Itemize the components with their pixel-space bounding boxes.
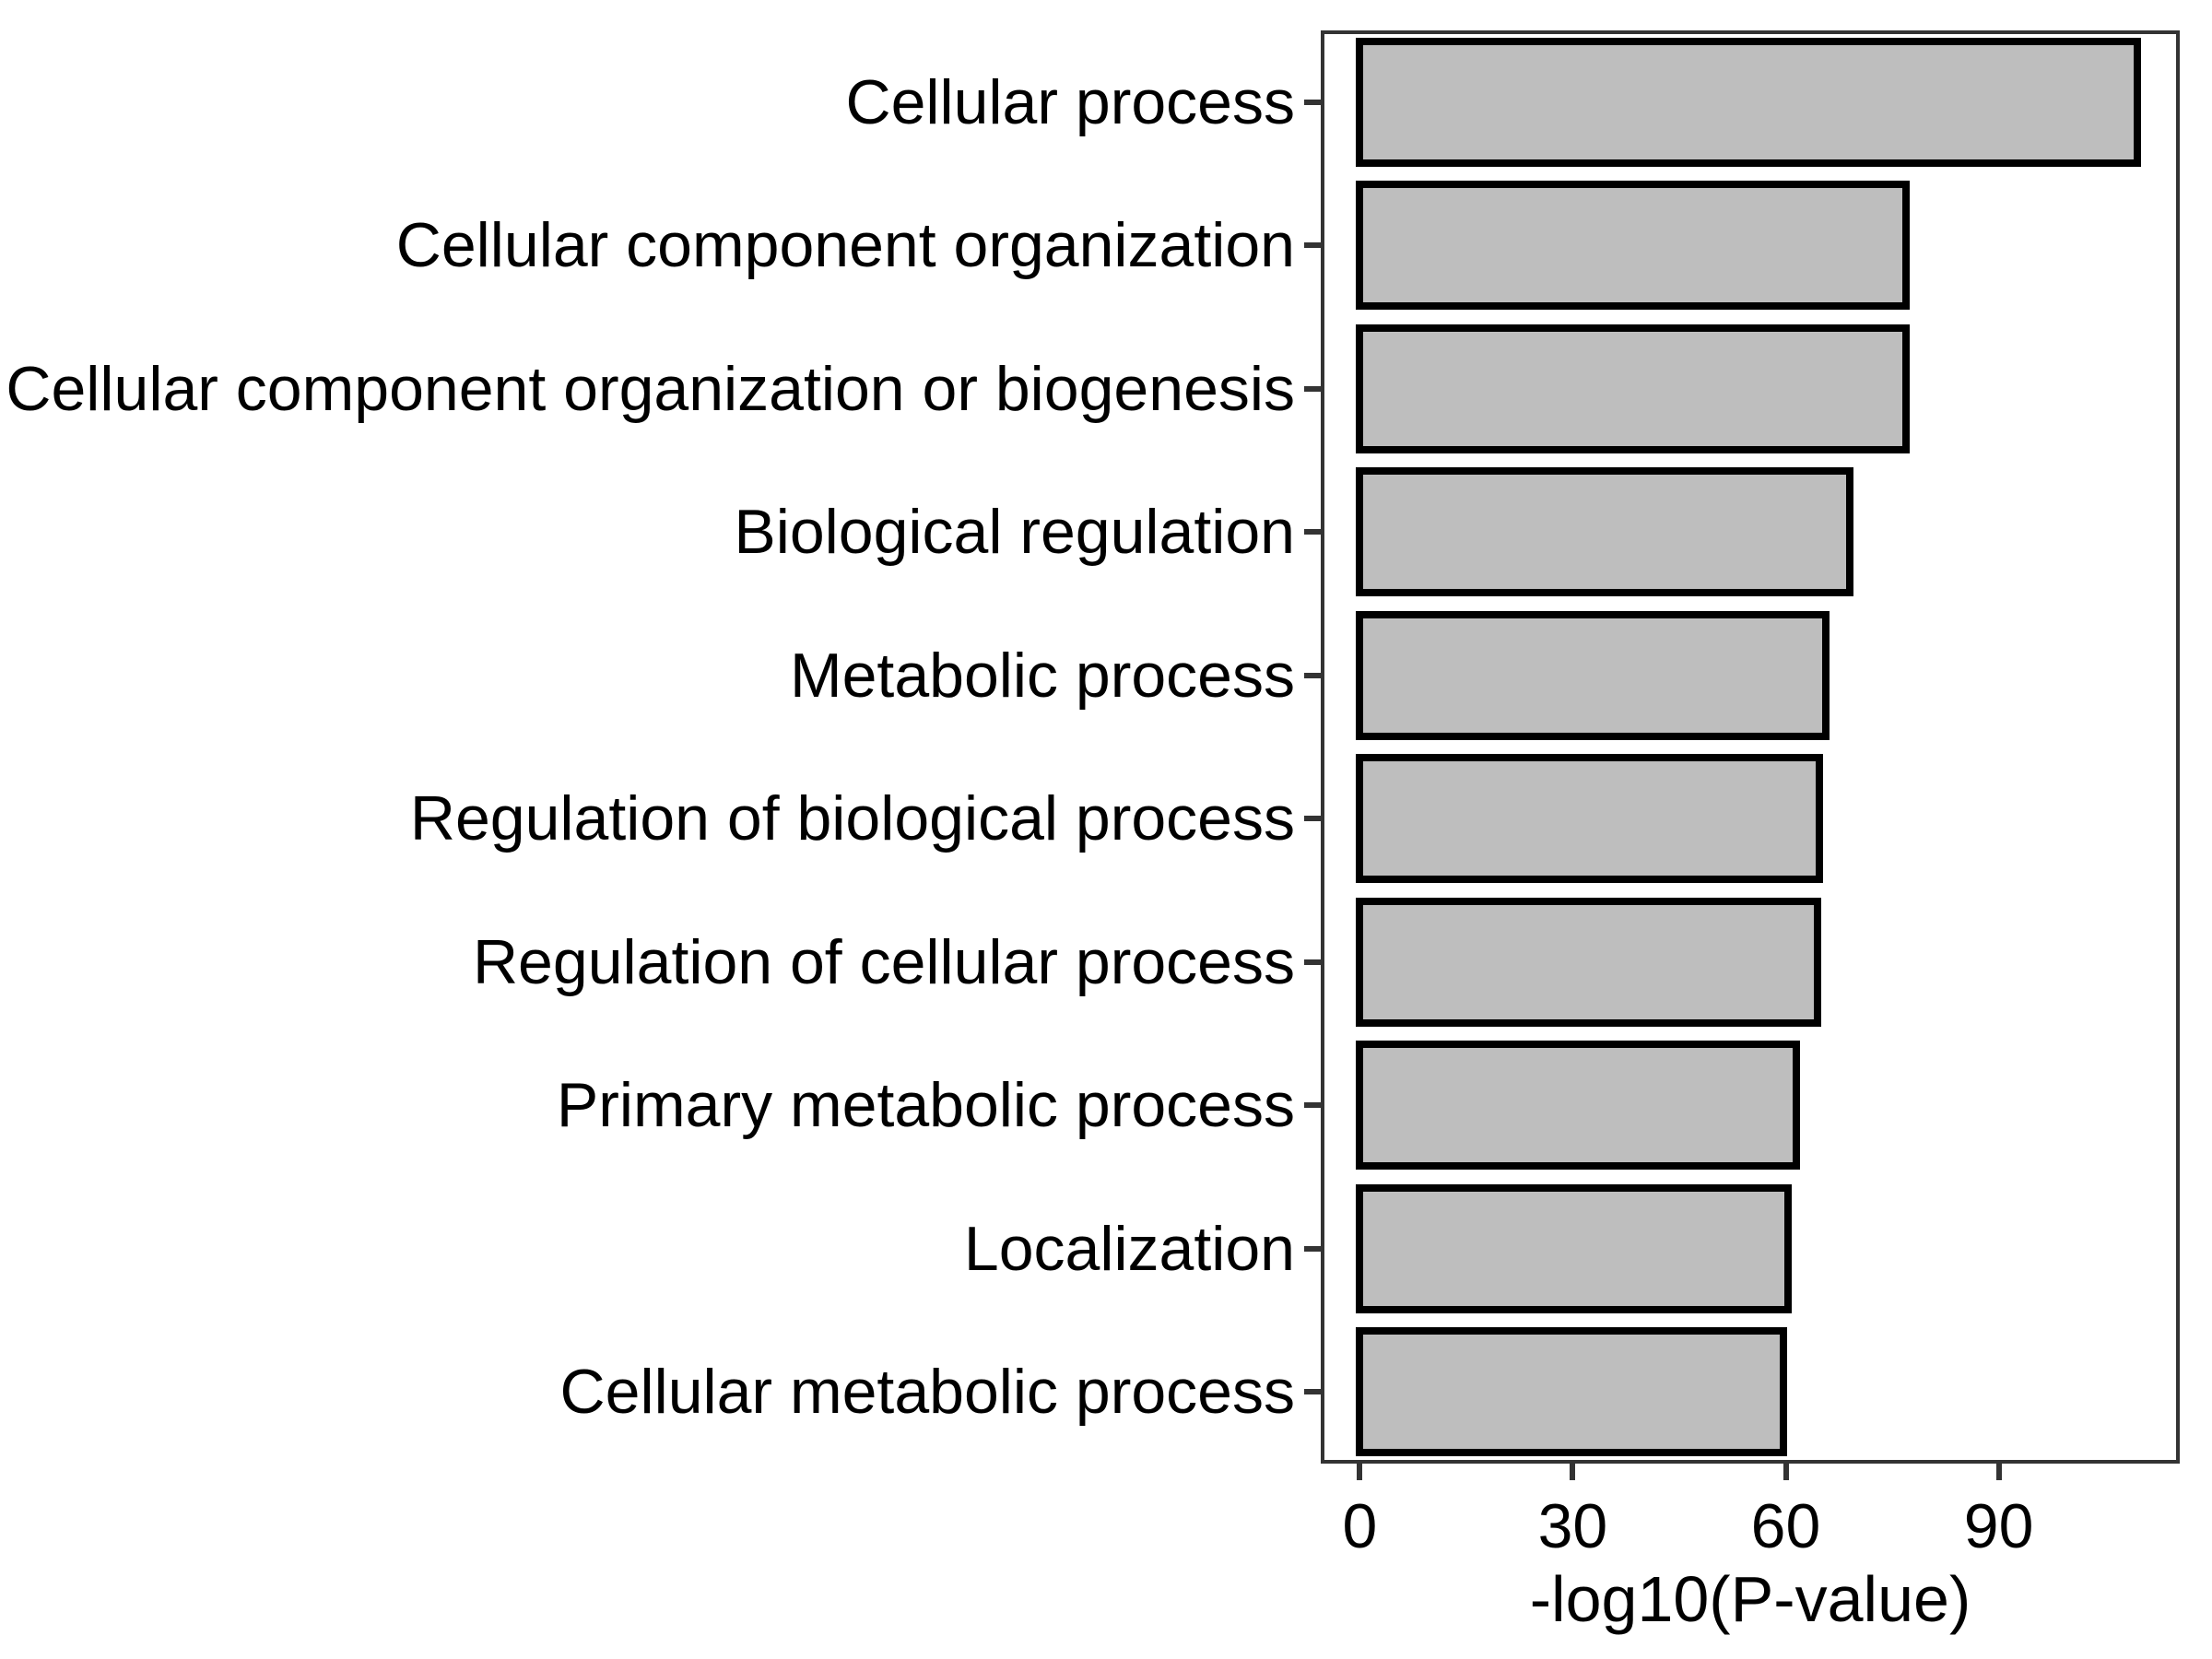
y-tick xyxy=(1304,816,1321,822)
y-axis-label: Cellular process xyxy=(845,66,1295,137)
bar-1 xyxy=(1356,37,2141,167)
y-tick xyxy=(1304,242,1321,249)
bar-4 xyxy=(1356,467,1854,597)
bar-7 xyxy=(1356,897,1822,1027)
y-tick xyxy=(1304,99,1321,105)
x-tick xyxy=(1570,1464,1576,1480)
x-tick-label: 0 xyxy=(1342,1491,1378,1561)
x-tick-label: 90 xyxy=(1963,1491,2034,1561)
bar-5 xyxy=(1356,610,1830,740)
y-axis-label: Metabolic process xyxy=(789,640,1295,711)
y-axis-label: Cellular component organization xyxy=(395,210,1295,281)
y-tick xyxy=(1304,385,1321,392)
y-tick xyxy=(1304,1102,1321,1109)
x-tick xyxy=(1783,1464,1789,1480)
bar-10 xyxy=(1356,1327,1788,1457)
x-tick-label: 60 xyxy=(1750,1491,1821,1561)
y-tick xyxy=(1304,959,1321,965)
bar-6 xyxy=(1356,754,1823,884)
bar-3 xyxy=(1356,324,1910,453)
x-axis-title: -log10(P-value) xyxy=(1529,1563,1971,1635)
y-axis-label: Cellular component organization or bioge… xyxy=(6,353,1295,424)
y-axis-label: Primary metabolic process xyxy=(556,1070,1295,1141)
y-tick xyxy=(1304,672,1321,678)
y-axis-label: Biological regulation xyxy=(734,497,1295,568)
y-tick xyxy=(1304,1245,1321,1252)
x-tick xyxy=(1357,1464,1363,1480)
y-tick xyxy=(1304,529,1321,535)
plot-panel xyxy=(1321,30,2180,1464)
y-axis-label: Regulation of biological process xyxy=(409,783,1295,854)
y-axis-label: Cellular metabolic process xyxy=(559,1357,1295,1428)
x-tick-label: 30 xyxy=(1537,1491,1608,1561)
bar-2 xyxy=(1356,181,1911,311)
y-axis-label: Regulation of cellular process xyxy=(472,926,1295,997)
bar-9 xyxy=(1356,1183,1792,1313)
bar-8 xyxy=(1356,1041,1800,1171)
y-axis-label: Localization xyxy=(963,1213,1295,1284)
y-tick xyxy=(1304,1389,1321,1395)
x-tick xyxy=(1995,1464,2002,1480)
